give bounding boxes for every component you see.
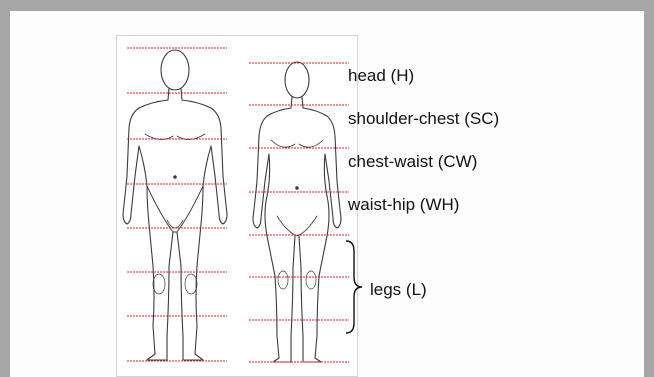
body-proportions-image: [116, 35, 358, 377]
figure-panel: head (H) shoulder-chest (SC) chest-waist…: [10, 11, 644, 377]
label-chest-waist: chest-waist (CW): [348, 153, 477, 170]
female-body-outline: [253, 62, 341, 362]
label-head: head (H): [348, 67, 414, 84]
legs-brace: [344, 239, 366, 335]
label-waist-hip: waist-hip (WH): [348, 196, 459, 213]
label-legs: legs (L): [370, 281, 427, 298]
male-body-outline: [123, 50, 227, 360]
male-guide-lines: [127, 48, 227, 361]
female-guide-lines: [249, 63, 349, 362]
label-shoulder-chest: shoulder-chest (SC): [348, 110, 499, 127]
